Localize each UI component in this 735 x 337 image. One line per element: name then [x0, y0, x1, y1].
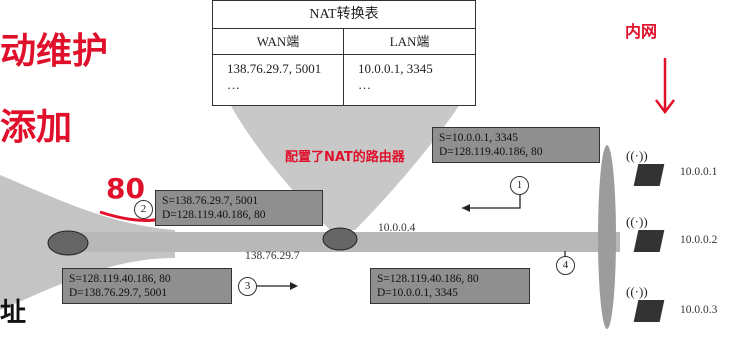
step-4-marker: 4: [556, 256, 575, 275]
lan-segment: [598, 145, 616, 329]
nat-cell-wan: 138.76.29.7, 5001 …: [213, 55, 344, 105]
packet-4-src: S=128.119.40.186, 80: [377, 273, 479, 285]
host-1-ip: 10.0.0.1: [680, 166, 718, 178]
host-2: ((·)) 10.0.0.2: [622, 214, 732, 264]
step-2-marker: 2: [134, 200, 153, 219]
nat-col-wan: WAN端: [213, 29, 344, 55]
handwriting-number: 80: [106, 172, 145, 205]
nat-table: NAT转换表 WAN端 LAN端 138.76.29.7, 5001 … 10.…: [212, 0, 476, 106]
nat-row1-wan: 138.76.29.7, 5001: [227, 61, 322, 76]
packet-4-dst: D=10.0.0.1, 3345: [377, 287, 458, 299]
laptop-icon: [633, 300, 665, 322]
packet-2: S=138.76.29.7, 5001 D=128.119.40.186, 80: [155, 190, 323, 226]
nat-col-lan: LAN端: [344, 29, 475, 55]
packet-2-src: S=138.76.29.7, 5001: [162, 195, 259, 207]
laptop-icon: [633, 230, 665, 252]
left-partial-text: 址: [0, 298, 27, 328]
packet-3-src: S=128.119.40.186, 80: [69, 273, 171, 285]
wifi-icon: ((·)): [626, 148, 648, 163]
router-lan-ip: 10.0.0.4: [378, 222, 416, 234]
router-label: 配置了NAT的路由器: [285, 150, 405, 165]
nat-row2-lan: …: [358, 77, 371, 92]
inner-net-label: 内网: [625, 22, 658, 41]
handwriting-line2: 添加: [0, 107, 73, 148]
nat-row2-wan: …: [227, 77, 240, 92]
packet-3-dst: D=138.76.29.7, 5001: [69, 287, 168, 299]
step-3-marker: 3: [238, 277, 257, 296]
packet-2-dst: D=128.119.40.186, 80: [162, 209, 266, 221]
step-1-marker: 1: [510, 176, 529, 195]
wifi-icon: ((·)): [626, 284, 648, 299]
packet-3: S=128.119.40.186, 80 D=138.76.29.7, 5001: [62, 268, 232, 304]
host-3-ip: 10.0.0.3: [680, 304, 718, 316]
internet-router-icon: [47, 230, 89, 256]
table-funnel: [230, 104, 460, 230]
host-2-ip: 10.0.0.2: [680, 234, 718, 246]
nat-table-title: NAT转换表: [213, 1, 475, 29]
packet-1: S=10.0.0.1, 3345 D=128.119.40.186, 80: [432, 127, 600, 163]
packet-1-dst: D=128.119.40.186, 80: [439, 146, 543, 158]
nat-cell-lan: 10.0.0.1, 3345 …: [344, 55, 475, 105]
laptop-icon: [633, 164, 665, 186]
wifi-icon: ((·)): [626, 214, 648, 229]
packet-1-src: S=10.0.0.1, 3345: [439, 132, 519, 144]
nat-row1-lan: 10.0.0.1, 3345: [358, 61, 433, 76]
handwriting-line1: 动维护: [0, 31, 109, 72]
nat-router-icon: [322, 227, 358, 251]
arrow-1: [462, 190, 521, 209]
host-1: ((·)) 10.0.0.1: [622, 148, 732, 198]
host-3: ((·)) 10.0.0.3: [622, 284, 732, 334]
packet-4: S=128.119.40.186, 80 D=10.0.0.1, 3345: [370, 268, 530, 304]
down-arrow-icon: [655, 58, 675, 115]
router-wan-ip: 138.76.29.7: [245, 250, 300, 262]
